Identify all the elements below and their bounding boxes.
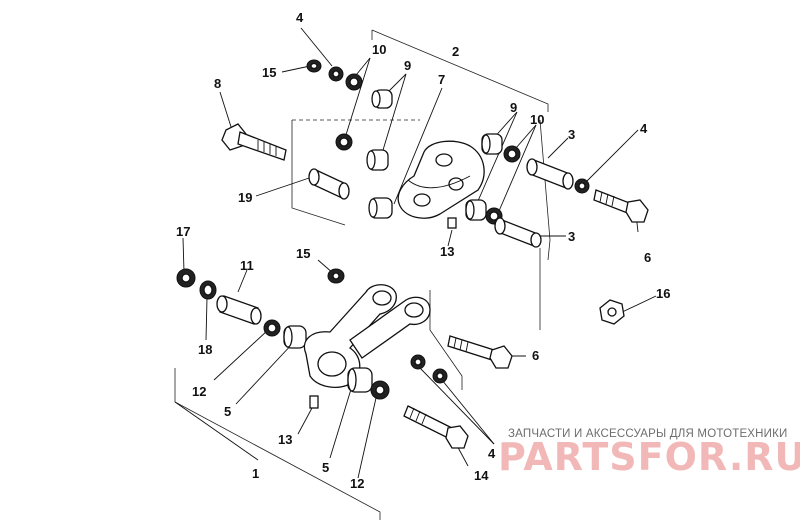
washer-15-top [306,59,322,73]
callout-19: 19 [238,190,252,205]
seal-10-right-top [503,145,521,163]
callout-8: 8 [214,76,221,91]
callout-13-a: 13 [440,244,454,259]
callout-3-b: 3 [568,229,575,244]
grease-nipple-13-lower [309,395,319,409]
bolt-6-upper [593,189,649,223]
bushing-9-a [371,89,393,109]
callout-12-b: 12 [350,476,364,491]
collar-19 [308,168,350,200]
cap-17 [176,268,196,288]
seal-10-mid [335,133,353,151]
lower-assembly [176,268,513,449]
nut-16 [599,299,625,325]
callout-2: 2 [452,44,459,59]
seal-10-top [345,73,363,91]
bolt-6-lower [447,335,513,369]
washer-4-right [574,178,590,194]
callout-17: 17 [176,224,190,239]
callout-11: 11 [240,258,254,273]
callout-18: 18 [198,342,212,357]
bushing-9-c [368,197,393,219]
grease-nipple-13-upper [447,217,457,229]
cap-15-lower [327,268,345,284]
bolt-14 [403,405,469,449]
seal-12-left [263,319,281,337]
watermark-tagline: ЗАПЧАСТИ И АКСЕССУАРЫ ДЛЯ МОТОТЕХНИКИ [508,428,788,440]
callout-6-b: 6 [532,348,539,363]
collar-3-top [526,158,574,190]
callout-12-a: 12 [192,384,206,399]
callout-1: 1 [252,466,259,481]
callout-4-a: 4 [296,10,304,25]
washer-4-lower-b [432,368,448,384]
link-plate-7 [397,140,485,219]
callout-3-a: 3 [568,127,575,142]
bushing-5-left [283,325,307,349]
upper-assembly [221,59,649,325]
callout-10-b: 10 [530,112,544,127]
washer-4-lower-a [410,354,426,370]
collar-11 [216,295,262,325]
washer-4-top [328,66,344,82]
callout-14: 14 [474,468,489,483]
bushing-5-right [347,367,373,393]
callout-5-a: 5 [224,404,231,419]
bushing-9-b [366,149,389,171]
assembly-frames [174,29,551,520]
callout-9-b: 9 [510,100,517,115]
callout-13-b: 13 [278,432,292,447]
collar-3-low [494,217,542,248]
bushing-9-right-top [481,133,503,155]
callout-16: 16 [656,286,670,301]
callout-15-b: 15 [296,246,310,261]
bolt-8 [221,123,287,161]
callout-15-a: 15 [262,65,276,80]
callout-7: 7 [438,72,445,87]
seal-12-right [370,380,390,400]
watermark: ЗАПЧАСТИ И АКСЕССУАРЫ ДЛЯ МОТОТЕХНИКИ PA… [498,428,800,479]
callout-6-a: 6 [644,250,651,265]
callout-5-b: 5 [322,460,329,475]
callout-9-a: 9 [404,58,411,73]
bushing-9-right-low [465,199,487,221]
callout-labels: 4 15 10 2 9 7 8 9 10 3 4 19 3 13 6 17 15… [176,10,670,491]
watermark-logo: PARTSFOR.RU [498,435,800,479]
callout-4-c: 4 [488,446,496,461]
relay-arm [303,284,431,388]
callout-10-a: 10 [372,42,386,57]
callout-4-b: 4 [640,121,648,136]
washer-18 [199,280,217,300]
